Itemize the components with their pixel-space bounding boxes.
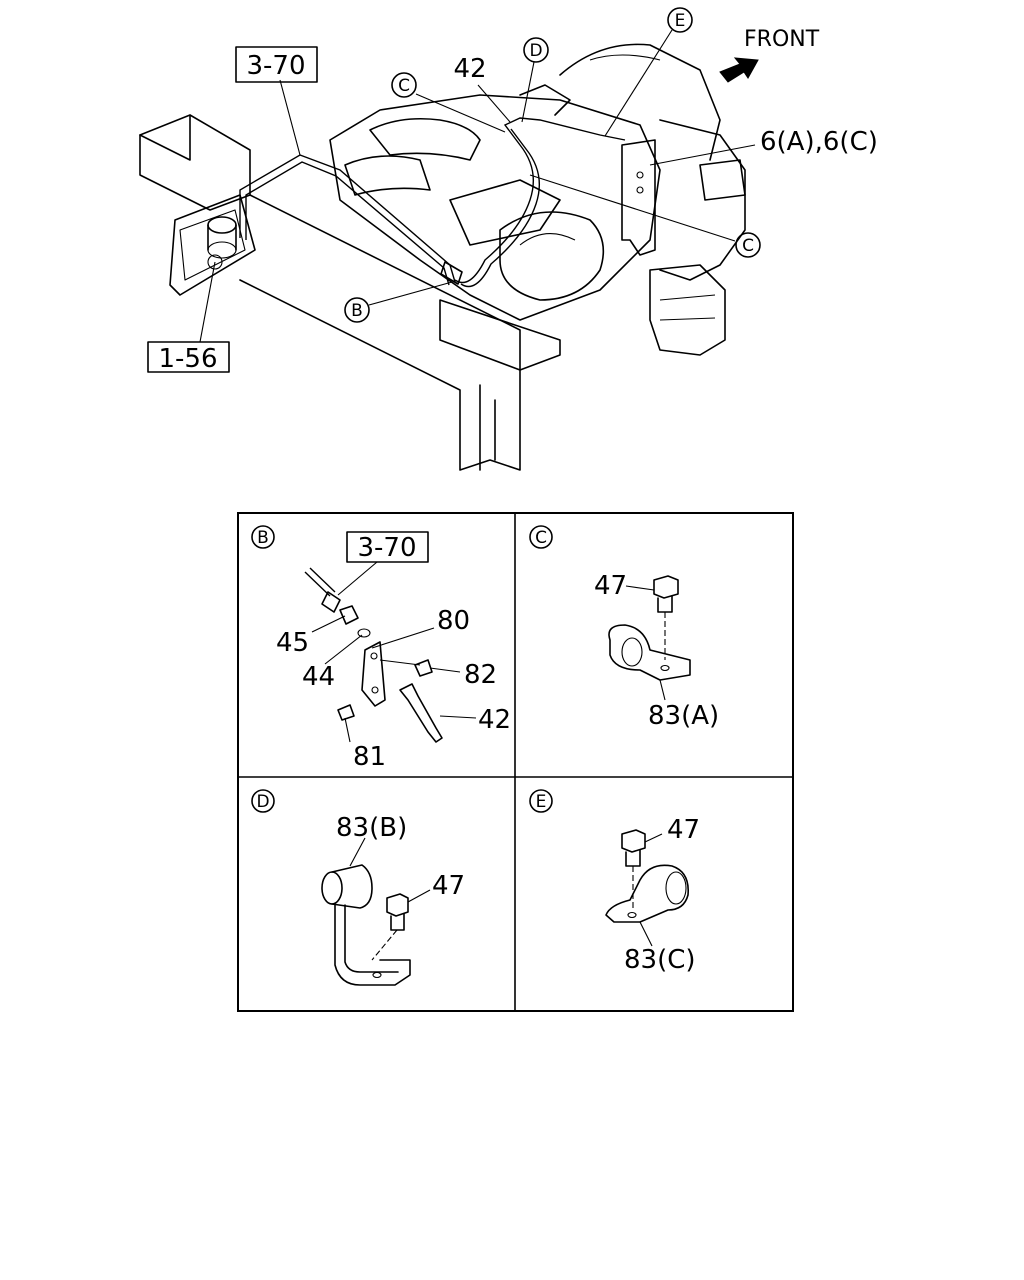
part-number-6a-6c: 6(A),6(C) xyxy=(760,127,878,157)
svg-text:B: B xyxy=(257,528,269,548)
ref-box-1-56[interactable]: 1-56 xyxy=(147,341,230,374)
main-leader-lines xyxy=(199,29,756,343)
ref-1-56-label: 1-56 xyxy=(158,344,217,374)
panel-d-id-circle: D xyxy=(251,789,275,813)
detail-panel-d: D 83(B) 47 xyxy=(251,789,465,986)
panel-e-part-47: 47 xyxy=(667,815,700,845)
callout-d[interactable]: D xyxy=(523,37,549,63)
panel-e-part-83c: 83(C) xyxy=(624,945,696,975)
svg-text:C: C xyxy=(535,528,547,548)
svg-text:E: E xyxy=(675,11,686,31)
detail-panel-e: E 47 83(C) xyxy=(529,789,700,975)
panel-b-part-45: 45 xyxy=(276,628,309,658)
part-number-42-top: 42 xyxy=(453,54,486,84)
panel-b-part-82: 82 xyxy=(464,660,497,690)
engine-overview-illustration xyxy=(139,43,746,471)
svg-text:B: B xyxy=(351,301,363,321)
svg-text:C: C xyxy=(742,236,754,256)
panel-d-part-47: 47 xyxy=(432,871,465,901)
callout-c-right[interactable]: C xyxy=(735,232,761,258)
callout-b[interactable]: B xyxy=(344,297,370,323)
panel-c-part-47: 47 xyxy=(594,571,627,601)
ref-box-3-70-detail[interactable]: 3-70 xyxy=(346,531,429,563)
panel-c-part-83a: 83(A) xyxy=(648,701,719,731)
detail-panel-c: C 47 83(A) xyxy=(529,525,719,731)
front-arrow-icon xyxy=(719,57,759,83)
svg-text:D: D xyxy=(256,792,269,812)
panel-b-part-80: 80 xyxy=(437,606,470,636)
svg-text:D: D xyxy=(529,41,542,61)
detail-panel-b: B 3-70 45 44 80 82 42 81 xyxy=(251,525,511,772)
svg-text:E: E xyxy=(536,792,547,812)
ref-3-70-label: 3-70 xyxy=(246,51,305,81)
panel-c-id-circle: C xyxy=(529,525,553,549)
svg-text:C: C xyxy=(398,76,410,96)
panel-b-part-44: 44 xyxy=(302,662,335,692)
panel-e-id-circle: E xyxy=(529,789,553,813)
front-label: FRONT xyxy=(744,27,820,52)
callout-e[interactable]: E xyxy=(667,7,693,33)
panel-b-part-81: 81 xyxy=(353,742,386,772)
panel-d-part-83b: 83(B) xyxy=(336,813,407,843)
detail-panel-grid xyxy=(237,512,794,1012)
panel-b-id-circle: B xyxy=(251,525,275,549)
callout-c-top[interactable]: C xyxy=(391,72,417,98)
svg-text:3-70: 3-70 xyxy=(357,533,416,563)
panel-b-part-42: 42 xyxy=(478,705,511,735)
ref-box-3-70[interactable]: 3-70 xyxy=(235,46,318,83)
